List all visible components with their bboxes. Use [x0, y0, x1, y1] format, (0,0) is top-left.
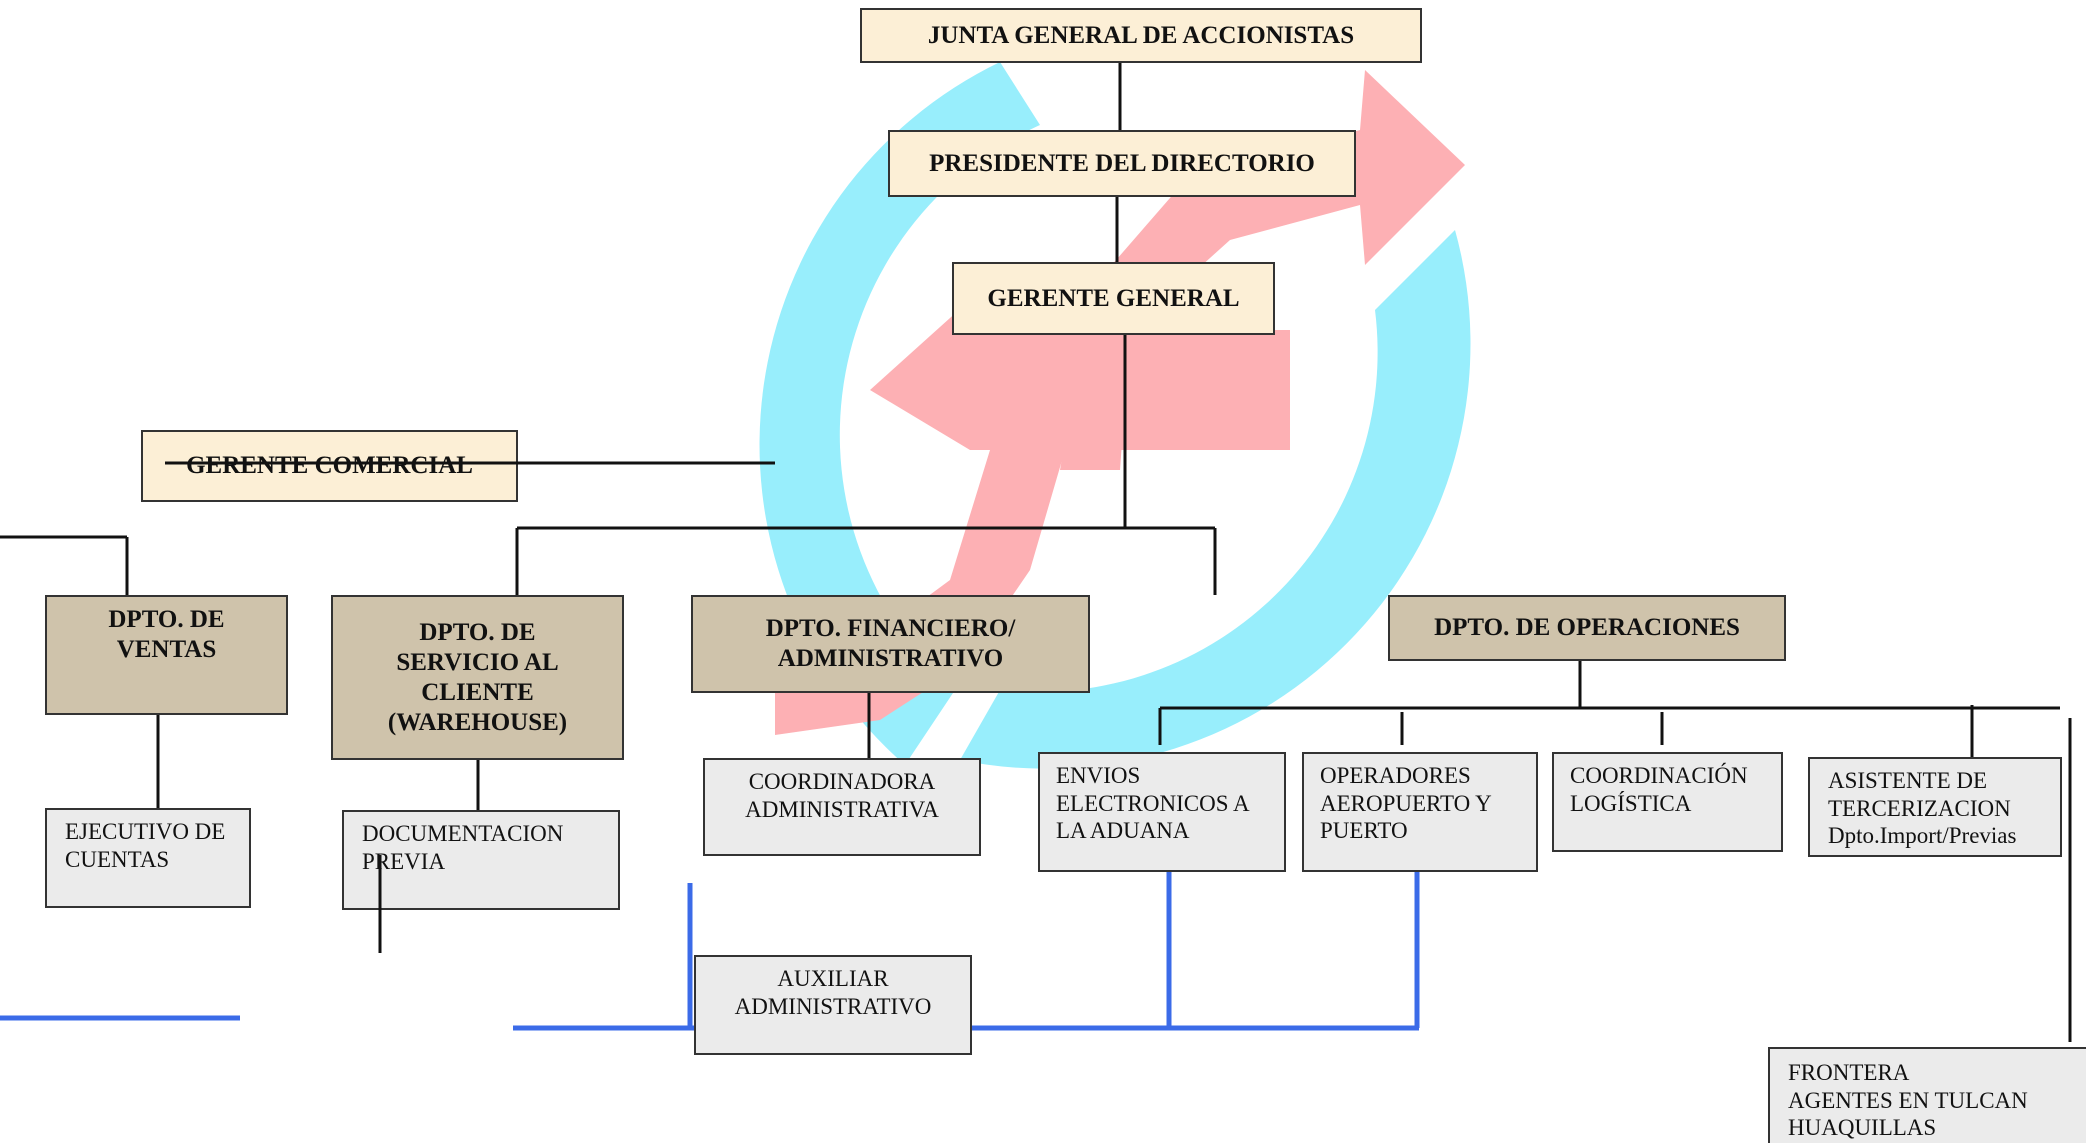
box-coordinadora: COORDINADORA ADMINISTRATIVA: [703, 758, 981, 856]
box-presidente-label: PRESIDENTE DEL DIRECTORIO: [929, 149, 1315, 177]
box-gerente-general: GERENTE GENERAL: [952, 262, 1275, 335]
box-presidente: PRESIDENTE DEL DIRECTORIO: [888, 130, 1356, 197]
box-operadores: OPERADORES AEROPUERTO Y PUERTO: [1302, 752, 1538, 872]
box-asistente-label: ASISTENTE DE TERCERIZACION Dpto.Import/P…: [1828, 768, 2017, 849]
box-gerente-comercial: GERENTE COMERCIAL: [141, 430, 518, 502]
box-coordinadora-label: COORDINADORA ADMINISTRATIVA: [745, 769, 939, 822]
box-dpto-financiero-label: DPTO. FINANCIERO/ ADMINISTRATIVO: [765, 615, 1016, 672]
box-junta: JUNTA GENERAL DE ACCIONISTAS: [860, 8, 1422, 63]
box-dpto-servicio-label: DPTO. DE SERVICIO AL CLIENTE (WAREHOUSE): [387, 618, 568, 736]
box-asistente: ASISTENTE DE TERCERIZACION Dpto.Import/P…: [1808, 757, 2062, 857]
box-coordinacion-label: COORDINACIÓN LOGÍSTICA: [1570, 763, 1748, 816]
box-dpto-financiero: DPTO. FINANCIERO/ ADMINISTRATIVO: [691, 595, 1090, 693]
cyan-arrow-right: [960, 230, 1471, 769]
box-dpto-servicio: DPTO. DE SERVICIO AL CLIENTE (WAREHOUSE): [331, 595, 624, 760]
box-dpto-ventas: DPTO. DE VENTAS: [45, 595, 288, 715]
cyan-arrow-left: [759, 62, 1040, 765]
box-documentacion: DOCUMENTACION PREVIA: [342, 810, 620, 910]
box-ejecutivo: EJECUTIVO DE CUENTAS: [45, 808, 251, 908]
pink-arrow-top: [1060, 70, 1465, 470]
box-coordinacion: COORDINACIÓN LOGÍSTICA: [1552, 752, 1783, 852]
box-dpto-ventas-label: DPTO. DE VENTAS: [108, 606, 225, 663]
box-auxiliar: AUXILIAR ADMINISTRATIVO: [694, 955, 972, 1055]
box-dpto-operaciones: DPTO. DE OPERACIONES: [1388, 595, 1786, 661]
box-documentacion-label: DOCUMENTACION PREVIA: [362, 821, 564, 874]
box-ejecutivo-label: EJECUTIVO DE CUENTAS: [65, 819, 226, 872]
box-frontera: FRONTERA AGENTES EN TULCAN HUAQUILLAS: [1768, 1047, 2086, 1143]
box-frontera-label: FRONTERA AGENTES EN TULCAN HUAQUILLAS: [1788, 1060, 2028, 1141]
box-gerente-general-label: GERENTE GENERAL: [987, 284, 1240, 312]
box-operadores-label: OPERADORES AEROPUERTO Y PUERTO: [1320, 763, 1492, 844]
box-auxiliar-label: AUXILIAR ADMINISTRATIVO: [734, 966, 932, 1019]
box-dpto-operaciones-label: DPTO. DE OPERACIONES: [1434, 614, 1740, 641]
box-envios: ENVIOS ELECTRONICOS A LA ADUANA: [1038, 752, 1286, 872]
box-gerente-comercial-label: GERENTE COMERCIAL: [186, 452, 473, 479]
box-junta-label: JUNTA GENERAL DE ACCIONISTAS: [927, 21, 1355, 49]
box-envios-label: ENVIOS ELECTRONICOS A LA ADUANA: [1056, 763, 1250, 844]
